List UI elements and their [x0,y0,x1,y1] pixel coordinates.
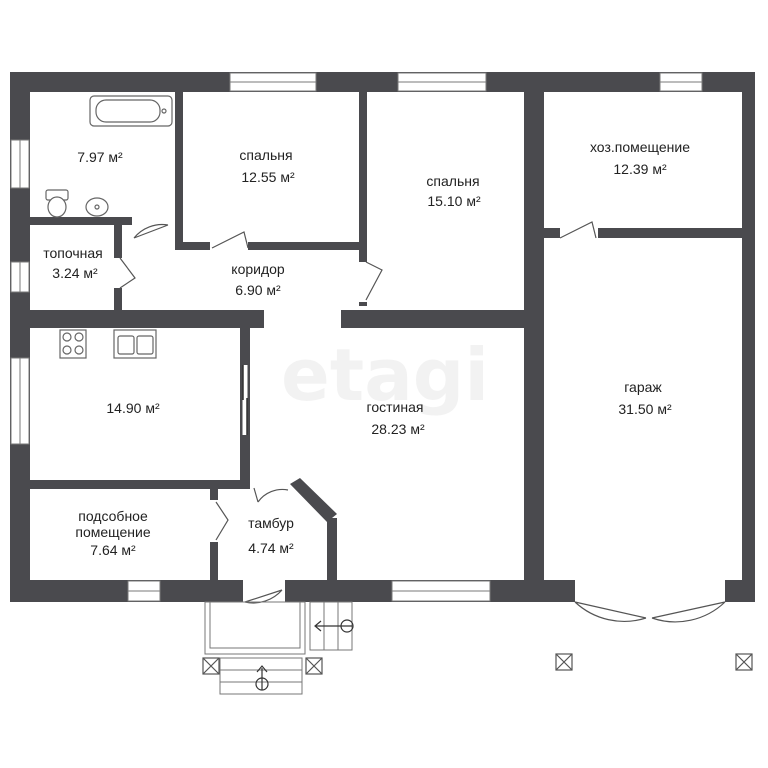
stove-burner-icon [74,345,84,355]
door-garage-right [651,601,726,623]
door-vestibule [253,487,289,503]
wall-bed1-bed2 [359,92,367,306]
bathtub-inner-icon [95,99,161,123]
outer-wall-top [10,72,755,92]
outer-wall-right [742,72,755,602]
opening-aux [209,500,219,542]
boiler-name: топочная [43,245,103,261]
bedroom1-area: 12.55 м² [241,169,295,185]
stove-burner-icon [62,332,72,342]
pillars [202,653,753,675]
opening-boiler [113,258,123,288]
wall-vestibule-diagonal [290,478,337,522]
stair-arrows [255,619,354,691]
room-labels: 7.97 м² спальня 12.55 м² спальня 15.10 м… [43,139,690,558]
pillar-icon [305,657,323,675]
pillar-icon [202,657,220,675]
bathroom-area: 7.97 м² [77,149,123,165]
wall-vestibule-top [218,480,250,489]
wall-kitchen-bottom [30,480,250,489]
bedroom1-name: спальня [239,147,292,163]
wall-bath-bottom [30,217,133,225]
opening-bath [132,216,172,226]
outer-wall-left [10,72,30,602]
door-openings [113,216,725,603]
sink-bowl-icon [117,335,135,355]
stove-burner-icon [74,332,84,342]
utility-name: хоз.помещение [590,139,690,155]
door-garage-left [574,601,647,622]
door-bath [133,223,169,239]
utility-area: 12.39 м² [613,161,667,177]
door-swings [119,221,726,623]
front-steps [219,657,303,695]
door-entrance [244,589,283,604]
pillar-icon [735,653,753,671]
pillar-icon [555,653,573,671]
kitchen-area: 14.90 м² [106,400,160,416]
garage-name: гараж [624,379,662,395]
door-aux [215,501,229,541]
opening-bed2 [358,262,368,302]
wall-bed2-utility [524,92,544,580]
watermark: etagi [281,333,489,417]
outer-wall-bottom [10,580,755,602]
opening-utility [560,227,598,239]
wall-bath-bed1 [175,92,183,247]
porch [204,601,353,695]
windows [10,72,703,602]
corridor-name: коридор [231,261,285,277]
wall-kitchen-top-left [30,310,264,328]
auxiliary-name-line2: помещение [75,524,150,540]
vestibule-area: 4.74 м² [248,540,294,556]
wall-bed1-bottom [175,242,367,250]
door-bed2 [365,261,383,301]
stair-arrow-head-icon [256,665,268,673]
stair-arrow-head-icon [314,620,322,632]
washbasin-drain-icon [94,204,100,210]
auxiliary-area: 7.64 м² [90,542,136,558]
opening-garage [575,579,725,603]
auxiliary-name-line1: подсобное [78,508,148,524]
porch-inner [209,601,301,649]
door-bed1 [211,231,249,249]
corridor-area: 6.90 м² [235,282,281,298]
opening-vestibule-top [252,479,290,490]
door-boiler [119,257,136,289]
boiler-area: 3.24 м² [52,265,98,281]
wall-kitchen-top-right [341,310,524,328]
window-mullions [19,81,702,592]
bedroom2-area: 15.10 м² [427,193,481,209]
vestibule-name: тамбур [248,515,294,531]
porch-outline [204,601,306,655]
living-name: гостиная [367,399,424,415]
bedroom2-name: спальня [426,173,479,189]
living-area: 28.23 м² [371,421,425,437]
opening-bed1 [210,241,248,251]
stove-burner-icon [62,345,72,355]
wall-utility-garage [544,228,742,238]
fixtures [45,95,173,359]
door-utility [559,221,597,239]
garage-area: 31.50 м² [618,401,672,417]
wall-vestibule-right [327,518,337,588]
toilet-bowl-icon [47,196,67,218]
bathtub-drain-icon [161,108,167,114]
sink-bowl-icon [136,335,154,355]
